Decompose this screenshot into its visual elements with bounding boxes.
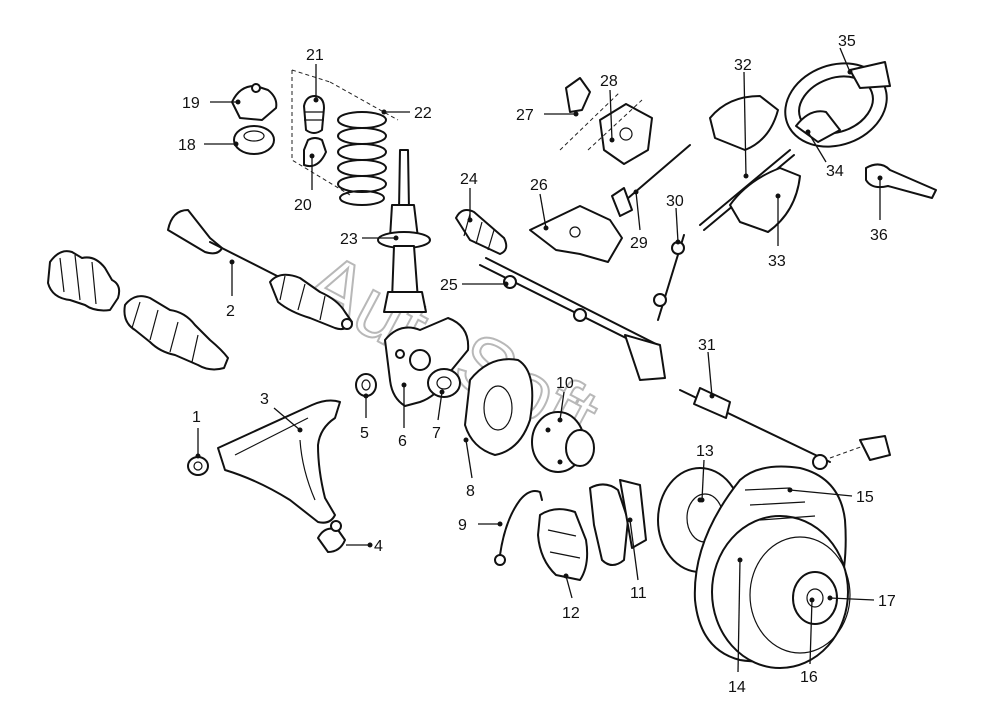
callout-22: 22 bbox=[414, 105, 432, 122]
ignition-lock bbox=[599, 103, 653, 165]
callout-1: 1 bbox=[192, 409, 201, 426]
callout-36: 36 bbox=[870, 227, 888, 244]
callout-20: 20 bbox=[294, 197, 312, 214]
wheel-hub bbox=[531, 411, 595, 473]
shock-absorber bbox=[377, 149, 431, 313]
callout-23: 23 bbox=[340, 231, 358, 248]
callout-29: 29 bbox=[630, 235, 648, 252]
steering-rack bbox=[479, 257, 666, 381]
ignition-part-27 bbox=[565, 77, 591, 113]
brake-shield bbox=[464, 358, 534, 456]
coil-spring bbox=[337, 111, 387, 206]
upper-shroud bbox=[709, 95, 779, 151]
leader-dots bbox=[195, 69, 883, 603]
ball-joint bbox=[317, 520, 346, 553]
strut-mount bbox=[231, 83, 278, 155]
leader-lines bbox=[197, 47, 881, 673]
callout-34: 34 bbox=[826, 163, 844, 180]
wheel bbox=[693, 465, 851, 669]
callout-35: 35 bbox=[838, 33, 856, 50]
callout-28: 28 bbox=[600, 73, 618, 90]
callout-27: 27 bbox=[516, 107, 534, 124]
callout-numbers: 1 2 3 4 5 6 7 8 9 10 11 12 13 14 15 16 1… bbox=[178, 33, 896, 696]
callout-5: 5 bbox=[360, 425, 369, 442]
callout-7: 7 bbox=[432, 425, 441, 442]
lower-control-arm bbox=[217, 399, 341, 524]
brake-hose bbox=[494, 490, 543, 566]
callout-26: 26 bbox=[530, 177, 548, 194]
caliper-carrier bbox=[589, 479, 647, 566]
callout-24: 24 bbox=[460, 171, 478, 188]
left-boot-set bbox=[47, 250, 229, 371]
callout-19: 19 bbox=[182, 95, 200, 112]
callout-15: 15 bbox=[856, 489, 874, 506]
callout-8: 8 bbox=[466, 483, 475, 500]
rack-boot bbox=[455, 209, 508, 255]
callout-30: 30 bbox=[666, 193, 684, 210]
drive-shaft bbox=[167, 209, 353, 331]
callout-17: 17 bbox=[878, 593, 896, 610]
callout-12: 12 bbox=[562, 605, 580, 622]
indicator-stalk bbox=[865, 163, 937, 199]
callout-33: 33 bbox=[768, 253, 786, 270]
hub-bearing bbox=[427, 368, 461, 398]
steering-wheel bbox=[784, 61, 891, 148]
lower-shroud bbox=[729, 167, 801, 233]
bump-stop bbox=[303, 95, 327, 168]
callout-18: 18 bbox=[178, 137, 196, 154]
callout-31: 31 bbox=[698, 337, 716, 354]
callout-4: 4 bbox=[374, 538, 383, 555]
column-bracket bbox=[529, 205, 623, 263]
callout-3: 3 bbox=[260, 391, 269, 408]
callout-25: 25 bbox=[440, 277, 458, 294]
brake-caliper bbox=[537, 508, 589, 581]
bush-1 bbox=[187, 456, 209, 476]
universal-joint bbox=[653, 234, 685, 321]
intermediate-shaft bbox=[611, 144, 691, 217]
bush-5 bbox=[355, 373, 377, 397]
callout-2: 2 bbox=[226, 303, 235, 320]
callout-21: 21 bbox=[306, 47, 324, 64]
callout-14: 14 bbox=[728, 679, 746, 696]
callout-16: 16 bbox=[800, 669, 818, 686]
callout-9: 9 bbox=[458, 517, 467, 534]
tie-rod bbox=[679, 387, 891, 470]
callout-32: 32 bbox=[734, 57, 752, 74]
callout-13: 13 bbox=[696, 443, 714, 460]
callout-11: 11 bbox=[630, 585, 647, 602]
callout-6: 6 bbox=[398, 433, 407, 450]
callout-10: 10 bbox=[556, 375, 574, 392]
